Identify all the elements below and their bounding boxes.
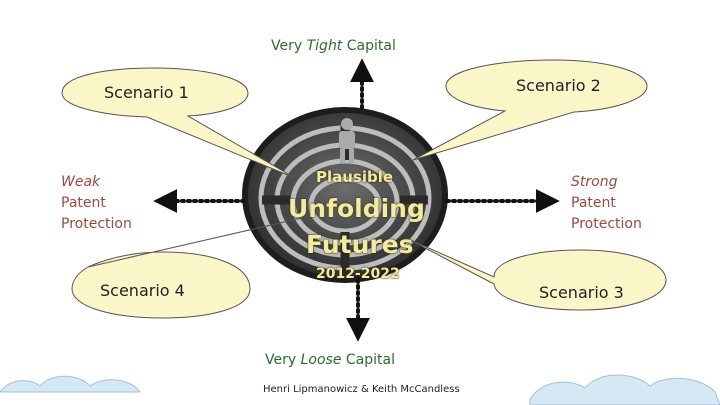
callout-scenario-3: [405, 237, 667, 311]
center-text-unfolding: Unfolding: [288, 194, 425, 223]
callout-scenario-1: [61, 67, 296, 179]
human-figure: [339, 118, 355, 163]
axis-label-right: Strong Patent Protection: [571, 174, 642, 232]
cloud-right: [529, 374, 720, 405]
cloud-left: [0, 375, 141, 393]
maze-emblem: [242, 107, 448, 283]
center-text-plausible: Plausible: [316, 168, 394, 186]
callout-scenario-4: [71, 216, 307, 319]
scenario-3-label: Scenario 3: [539, 283, 624, 302]
axis-label-left: Weak Patent Protection: [61, 174, 132, 232]
scenario-4-label: Scenario 4: [100, 281, 185, 300]
credit-line: Henri Lipmanowicz & Keith McCandless: [263, 384, 460, 395]
scenario-1-label: Scenario 1: [104, 83, 189, 102]
scenario-2-label: Scenario 2: [516, 76, 601, 95]
callout-scenario-2: [412, 59, 648, 161]
center-text-years: 2012-2022: [316, 266, 400, 282]
center-text-futures: Futures: [306, 230, 414, 259]
axis-label-bottom: Very Loose Capital: [265, 352, 395, 368]
axis-label-top: Very Tight Capital: [271, 38, 396, 54]
